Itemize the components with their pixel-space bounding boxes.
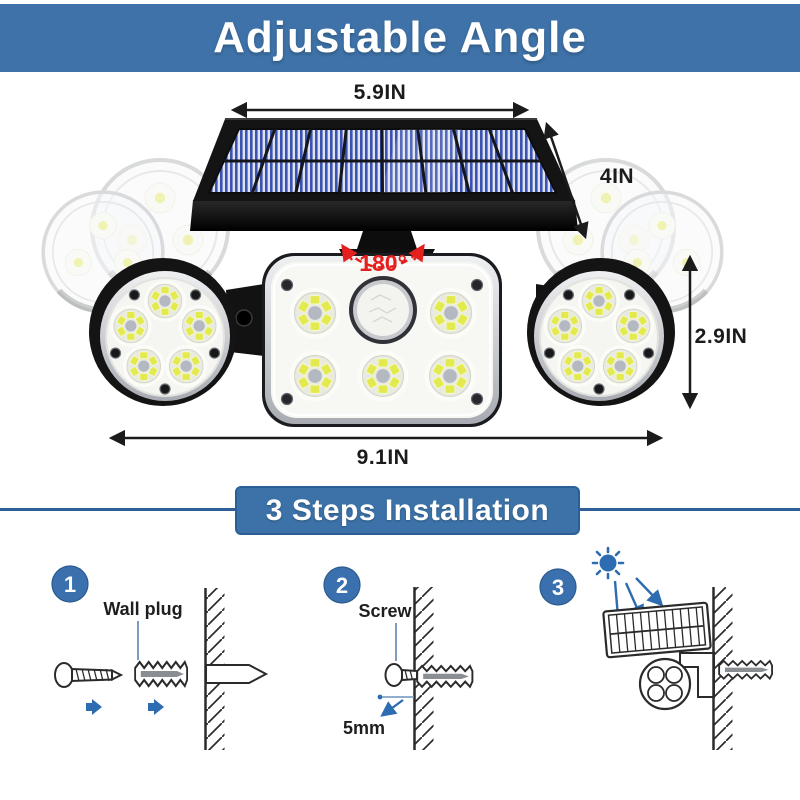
depth-note: 5mm [343, 718, 385, 738]
installation-title: 3 Steps Installation [265, 493, 550, 527]
dim-panel-depth-label: 4IN [600, 165, 634, 188]
step-2-number: 2 [336, 573, 348, 598]
screw-drawing [54, 662, 124, 688]
solar-panel [190, 118, 578, 231]
dimension-annotations: 5.9IN 4IN 2.9IN 9.1IN [108, 81, 748, 469]
page-title: Adjustable Angle [213, 13, 587, 62]
dim-panel-depth-arrow [543, 121, 589, 240]
sun-icon [591, 546, 625, 580]
left-lamp-head [89, 258, 237, 406]
title-banner: Adjustable Angle [0, 4, 800, 72]
step-1-number: 1 [64, 572, 76, 597]
step-2-diagram: 2 Screw 5mm [323, 566, 474, 750]
wall-plug-label: Wall plug [103, 599, 182, 619]
center-lamp-head [262, 253, 502, 427]
inserted-plug-drawing [205, 664, 269, 684]
step-2-badge: 2 [323, 566, 361, 604]
depth-annotation: 5mm [343, 694, 414, 738]
wall-anchor-drawing [718, 660, 773, 680]
step-3-badge: 3 [539, 568, 577, 606]
installation-banner: 3 Steps Installation [235, 486, 580, 535]
plug-in-wall-drawing [416, 664, 474, 688]
dim-head-height-label: 2.9IN [695, 325, 748, 348]
step-1-diagram: 1 Wall plug [51, 565, 269, 750]
corner-screws [280, 278, 484, 406]
lamp-head-line-drawing [638, 657, 692, 711]
screw-label: Screw [358, 601, 412, 621]
push-arrows [86, 699, 164, 715]
dim-fixture-width-label: 9.1IN [357, 446, 410, 469]
step-3-number: 3 [552, 575, 564, 600]
step-3-diagram: 3 [539, 546, 773, 750]
motion-sensor [349, 276, 417, 344]
screw-head-drawing [384, 663, 418, 687]
wall-plug-drawing [133, 660, 189, 688]
dim-panel-width-label: 5.9IN [354, 81, 407, 104]
rotation-annotation: 180° [341, 243, 425, 276]
rotation-label: 180° [359, 250, 407, 276]
step-1-badge: 1 [51, 565, 89, 603]
right-lamp-head [527, 258, 675, 406]
mounted-light-drawing [602, 601, 715, 711]
product-illustration: 180° 5.9IN 4IN 2.9IN 9.1IN [0, 81, 748, 469]
solar-panel-line-drawing [602, 601, 712, 659]
